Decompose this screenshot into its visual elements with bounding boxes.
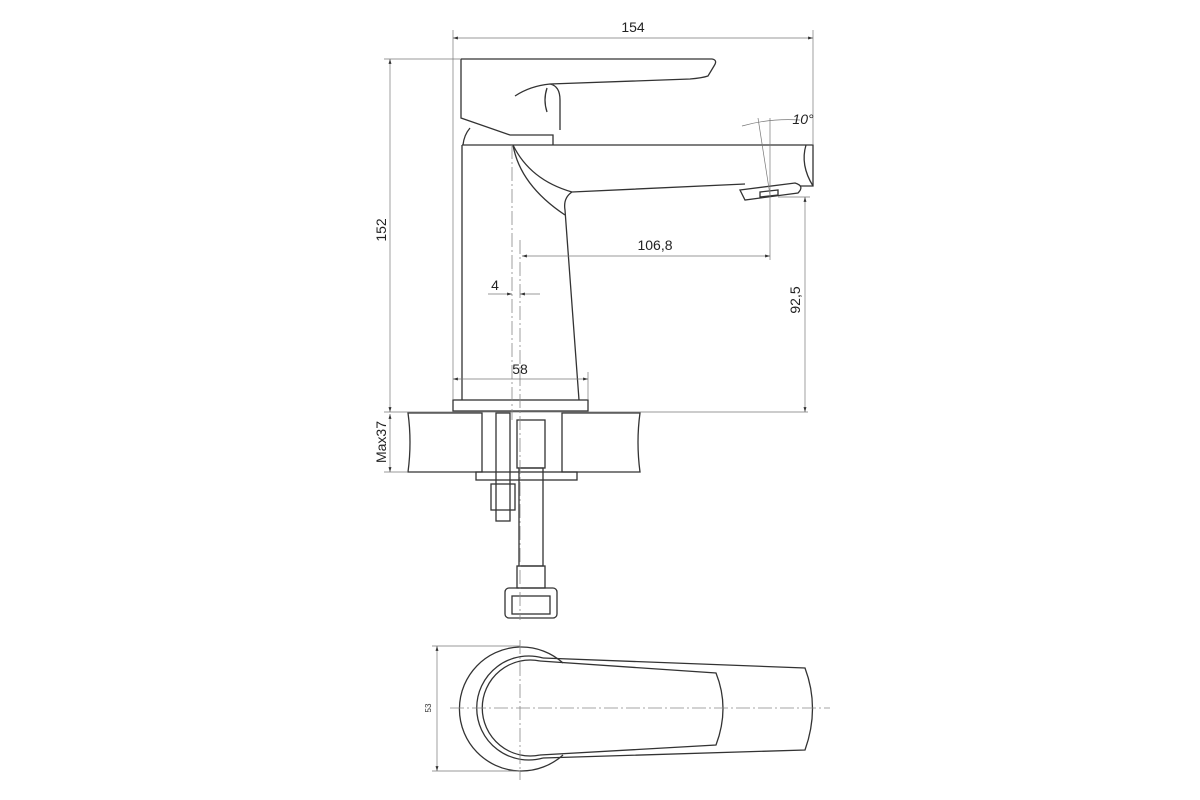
countertop (407, 412, 641, 619)
hose-nut (504, 587, 558, 619)
handle (460, 58, 717, 145)
dim-152: 152 (373, 218, 389, 242)
dim-154: 154 (621, 19, 645, 35)
dimensions: 154 152 10° 106,8 4 58 92,5 Max37 (373, 19, 814, 473)
base-plate (452, 399, 589, 412)
dim-92-5: 92,5 (787, 286, 803, 313)
braided-hose (518, 467, 544, 567)
dim-4: 4 (491, 277, 499, 293)
aerator (739, 182, 802, 201)
dim-max37: Max37 (373, 421, 389, 463)
faucet-top-view: 53 (424, 640, 830, 780)
dim-53: 53 (424, 703, 433, 712)
nut (490, 483, 516, 511)
dim-angle: 10° (792, 111, 814, 127)
body (461, 144, 814, 401)
dim-106-8: 106,8 (637, 237, 672, 253)
stud (495, 412, 511, 522)
hose-fitting (516, 419, 546, 469)
faucet-side-view (452, 58, 814, 412)
dim-58: 58 (512, 361, 528, 377)
